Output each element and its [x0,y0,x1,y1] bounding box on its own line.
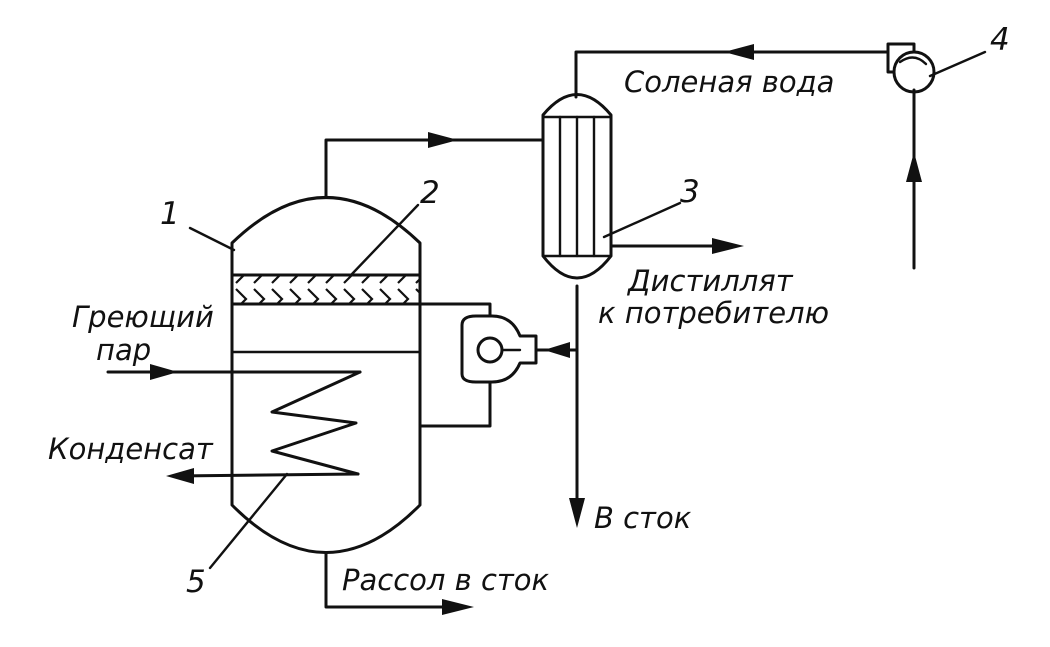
callout-2: 2 [420,175,440,211]
condensate-outlet-arrow [166,468,194,484]
salt-water-line [574,44,922,270]
vapor-line [324,132,545,199]
distillate-destination-label: к потребителю [598,296,829,330]
heating-steam-label-line2: пар [96,333,151,367]
distillate-outlet [609,238,744,254]
heating-steam-label: Греющий [72,300,214,334]
callout-4: 4 [990,22,1010,58]
callout-1: 1 [160,196,180,232]
feed-pump [886,42,936,94]
condensate-label: Конденсат [48,432,214,466]
distillate-label: Дистиллят [626,264,794,298]
callout-5: 5 [186,564,206,600]
drain-line [569,284,585,528]
to-drain-label: В сток [594,501,692,535]
condenser [541,93,613,280]
brine-to-drain-label: Рассол в сток [342,563,550,597]
recirculation-piping [418,302,579,428]
salt-water-label: Соленая вода [624,65,834,99]
evaporator-vessel [230,196,422,554]
callout-3: 3 [680,174,700,210]
brine-outlet [324,551,474,615]
steam-inlet-arrow [150,364,178,380]
recirculation-pump [460,314,538,384]
callout-leaders [188,50,987,570]
demister-pad [230,273,422,306]
